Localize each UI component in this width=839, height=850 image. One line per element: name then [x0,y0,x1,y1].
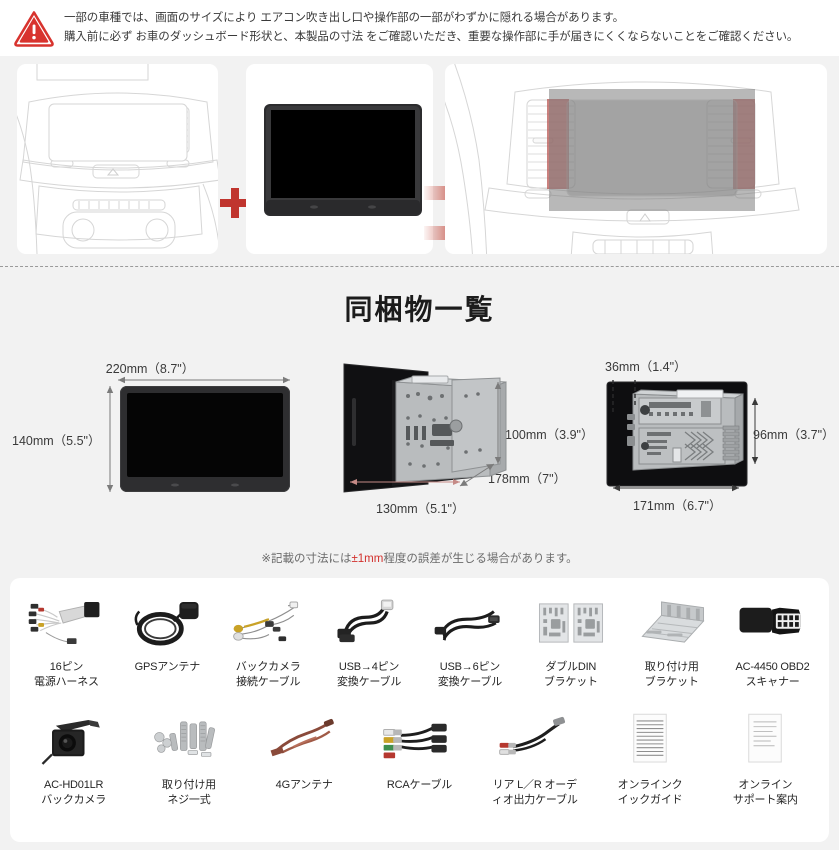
accessories-panel: 16ピン 電源ハーネス GPSアンテナ [10,578,829,842]
dimension-front-view: 220mm（8.7"） 140mm（5.5"） [0,352,300,527]
monitor-front-image [120,386,290,492]
accessory-rca-cable: RCAケーブル [362,710,477,838]
accessory-obd2-scanner: AC-4450 OBD2 スキャナー [722,592,823,710]
monitor-fitted-on-dashboard-illustration [445,64,801,254]
warning-text: 一部の車種では、画面のサイズにより エアコン吹き出し口や操作部の一部がわずかに隠… [64,9,831,47]
dim-front-width-label: 220mm（8.7"） [105,362,195,376]
car-dashboard-illustration [17,64,218,254]
illustration-panels [0,56,839,256]
warning-triangle-icon [12,8,56,48]
dim-rear-height-label: 96mm（3.7"） [753,428,835,442]
accessory-label: バックカメラ 接続ケーブル [235,661,301,688]
rear-camera-icon [16,710,131,772]
accessory-backup-camera-cable: バックカメラ 接続ケーブル [218,592,319,710]
accessory-usb-6pin-cable: USB→6ピン 変換ケーブル [420,592,521,710]
plus-symbol [218,186,252,220]
dim-bracket-height-label: 100mm（3.9"） [505,428,594,442]
car-monitor-product [263,104,422,216]
accessory-label: 4Gアンテナ [275,779,333,791]
accessory-gps-antenna: GPSアンテナ [117,592,218,710]
accessory-usb-4pin-cable: USB→4ピン 変換ケーブル [319,592,420,710]
dim-bracket-width-label: 130mm（5.1"） [376,502,465,516]
obd2-scanner-icon [722,592,823,654]
accessory-support-guide: オンライン サポート案内 [708,710,823,838]
page-title: 同梱物一覧 [344,294,495,325]
accessory-rear-audio-cable: リア L／R オーデ ィオ出力ケーブル [477,710,592,838]
accessory-label: USB→6ピン 変換ケーブル [437,661,502,688]
quick-guide-doc-icon [592,710,707,772]
4g-antenna-icon [247,710,362,772]
accessory-4g-antenna: 4Gアンテナ [247,710,362,838]
dim-rear-depth-label: 36mm（1.4"） [605,360,687,374]
dim-rear-width-label: 171mm（6.7"） [633,499,722,513]
note-prefix: ※記載の寸法には [261,553,352,565]
usb-6pin-cable-icon [420,592,521,654]
backup-camera-cable-icon [218,592,319,654]
rear-audio-cable-icon [477,710,592,772]
accessory-label: ダブルDIN ブラケット [543,661,598,688]
note-suffix: 程度の誤差が生じる場合があります。 [383,553,578,565]
dimensions-section: 220mm（8.7"） 140mm（5.5"） 100mm（3.9"） [0,352,839,542]
dimension-tolerance-note: ※記載の寸法には±1mm程度の誤差が生じる場合があります。 [0,550,839,566]
accessory-wire-harness: 16ピン 電源ハーネス [16,592,117,710]
rca-cable-icon [362,710,477,772]
accessory-mounting-bracket: 取り付け用 ブラケット [621,592,722,710]
warning-banner: 一部の車種では、画面のサイズにより エアコン吹き出し口や操作部の一部がわずかに隠… [0,0,839,56]
accessory-label: AC-4450 OBD2 スキャナー [735,661,810,688]
accessory-screw-set: 取り付け用 ネジ一式 [131,710,246,838]
dim-bracket-depth-label: 178mm（7"） [488,472,567,486]
accessory-label: 16ピン 電源ハーネス [34,661,99,688]
dim-front-height-label: 140mm（5.5"） [12,434,101,448]
accessory-label: GPSアンテナ [134,661,201,673]
accessory-label: 取り付け用 ネジ一式 [161,779,216,806]
dimension-bracket-view: 100mm（3.9"） 178mm（7"） 130mm（5.1"） [300,352,594,532]
monitor-rear-image [606,380,759,492]
accessory-label: リア L／R オーデ ィオ出力ケーブル [491,779,578,806]
note-highlight: ±1mm [351,553,384,565]
support-doc-icon [708,710,823,772]
double-din-bracket-icon [520,592,621,654]
accessory-label: 取り付け用 ブラケット [644,661,699,688]
accessory-label: オンライン サポート案内 [732,779,798,806]
monitor-bracket-image [343,363,507,493]
monitor-panel [245,64,434,254]
wire-harness-icon [16,592,117,654]
screw-set-icon [131,710,246,772]
accessory-label: RCAケーブル [386,779,453,791]
accessory-label: USB→4ピン 変換ケーブル [336,661,402,688]
warning-line-1: 一部の車種では、画面のサイズにより エアコン吹き出し口や操作部の一部がわずかに隠… [64,12,624,24]
section-divider [0,266,839,267]
mounting-bracket-icon [621,592,722,654]
accessory-label: オンラインク イックガイド [617,779,683,806]
usb-4pin-cable-icon [319,592,420,654]
gps-antenna-icon [117,592,218,654]
accessories-row-1: 16ピン 電源ハーネス GPSアンテナ [16,592,823,710]
accessory-rear-camera: AC-HD01LR バックカメラ [16,710,131,838]
accessory-quick-guide: オンラインク イックガイド [592,710,707,838]
dashboard-panel [17,64,218,254]
dimension-rear-view: 36mm（1.4"） 96mm（3.7"） 171mm（6.7"） [565,352,839,532]
accessory-label: AC-HD01LR バックカメラ [41,779,107,806]
accessories-row-2: AC-HD01LR バックカメラ [16,710,823,838]
accessory-double-din-bracket: ダブルDIN ブラケット [520,592,621,710]
warning-line-2: 購入前に必ず お車のダッシュボード形状と、本製品の寸法 をご確認いただき、重要な… [64,31,799,43]
fitted-panel [445,64,828,254]
